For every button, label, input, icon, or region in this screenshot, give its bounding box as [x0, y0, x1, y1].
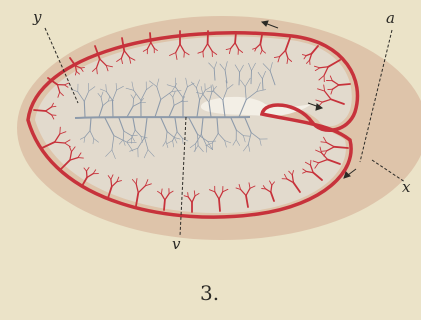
vitelline-vein-trunk — [75, 117, 250, 118]
vein-branch — [113, 100, 114, 117]
label-v: v — [172, 237, 180, 252]
artery-branch — [81, 68, 85, 69]
label-a: a — [386, 11, 395, 26]
artery-branch — [339, 84, 350, 85]
artery-branch — [334, 147, 348, 148]
vein-branch — [262, 79, 263, 90]
vein-branch — [84, 101, 85, 117]
artery-branch — [184, 52, 185, 57]
artery-branch — [34, 110, 46, 111]
artery-branch — [111, 179, 112, 186]
vein-branch — [251, 71, 252, 84]
vein-branch — [239, 72, 240, 85]
artery-branch — [219, 199, 220, 211]
artery-branch — [188, 193, 189, 197]
figure-number: 3. — [200, 283, 219, 303]
artery-branch — [60, 127, 61, 134]
label-x: x — [402, 180, 410, 195]
artery-branch — [321, 151, 326, 152]
artery-branch — [164, 200, 165, 210]
artery-branch — [87, 171, 88, 177]
label-y: y — [33, 10, 41, 25]
artery-branch — [78, 158, 84, 159]
artery-branch — [150, 33, 151, 43]
artery-branch — [55, 142, 65, 143]
artery-branch — [235, 32, 236, 43]
artery-branch — [203, 51, 204, 57]
